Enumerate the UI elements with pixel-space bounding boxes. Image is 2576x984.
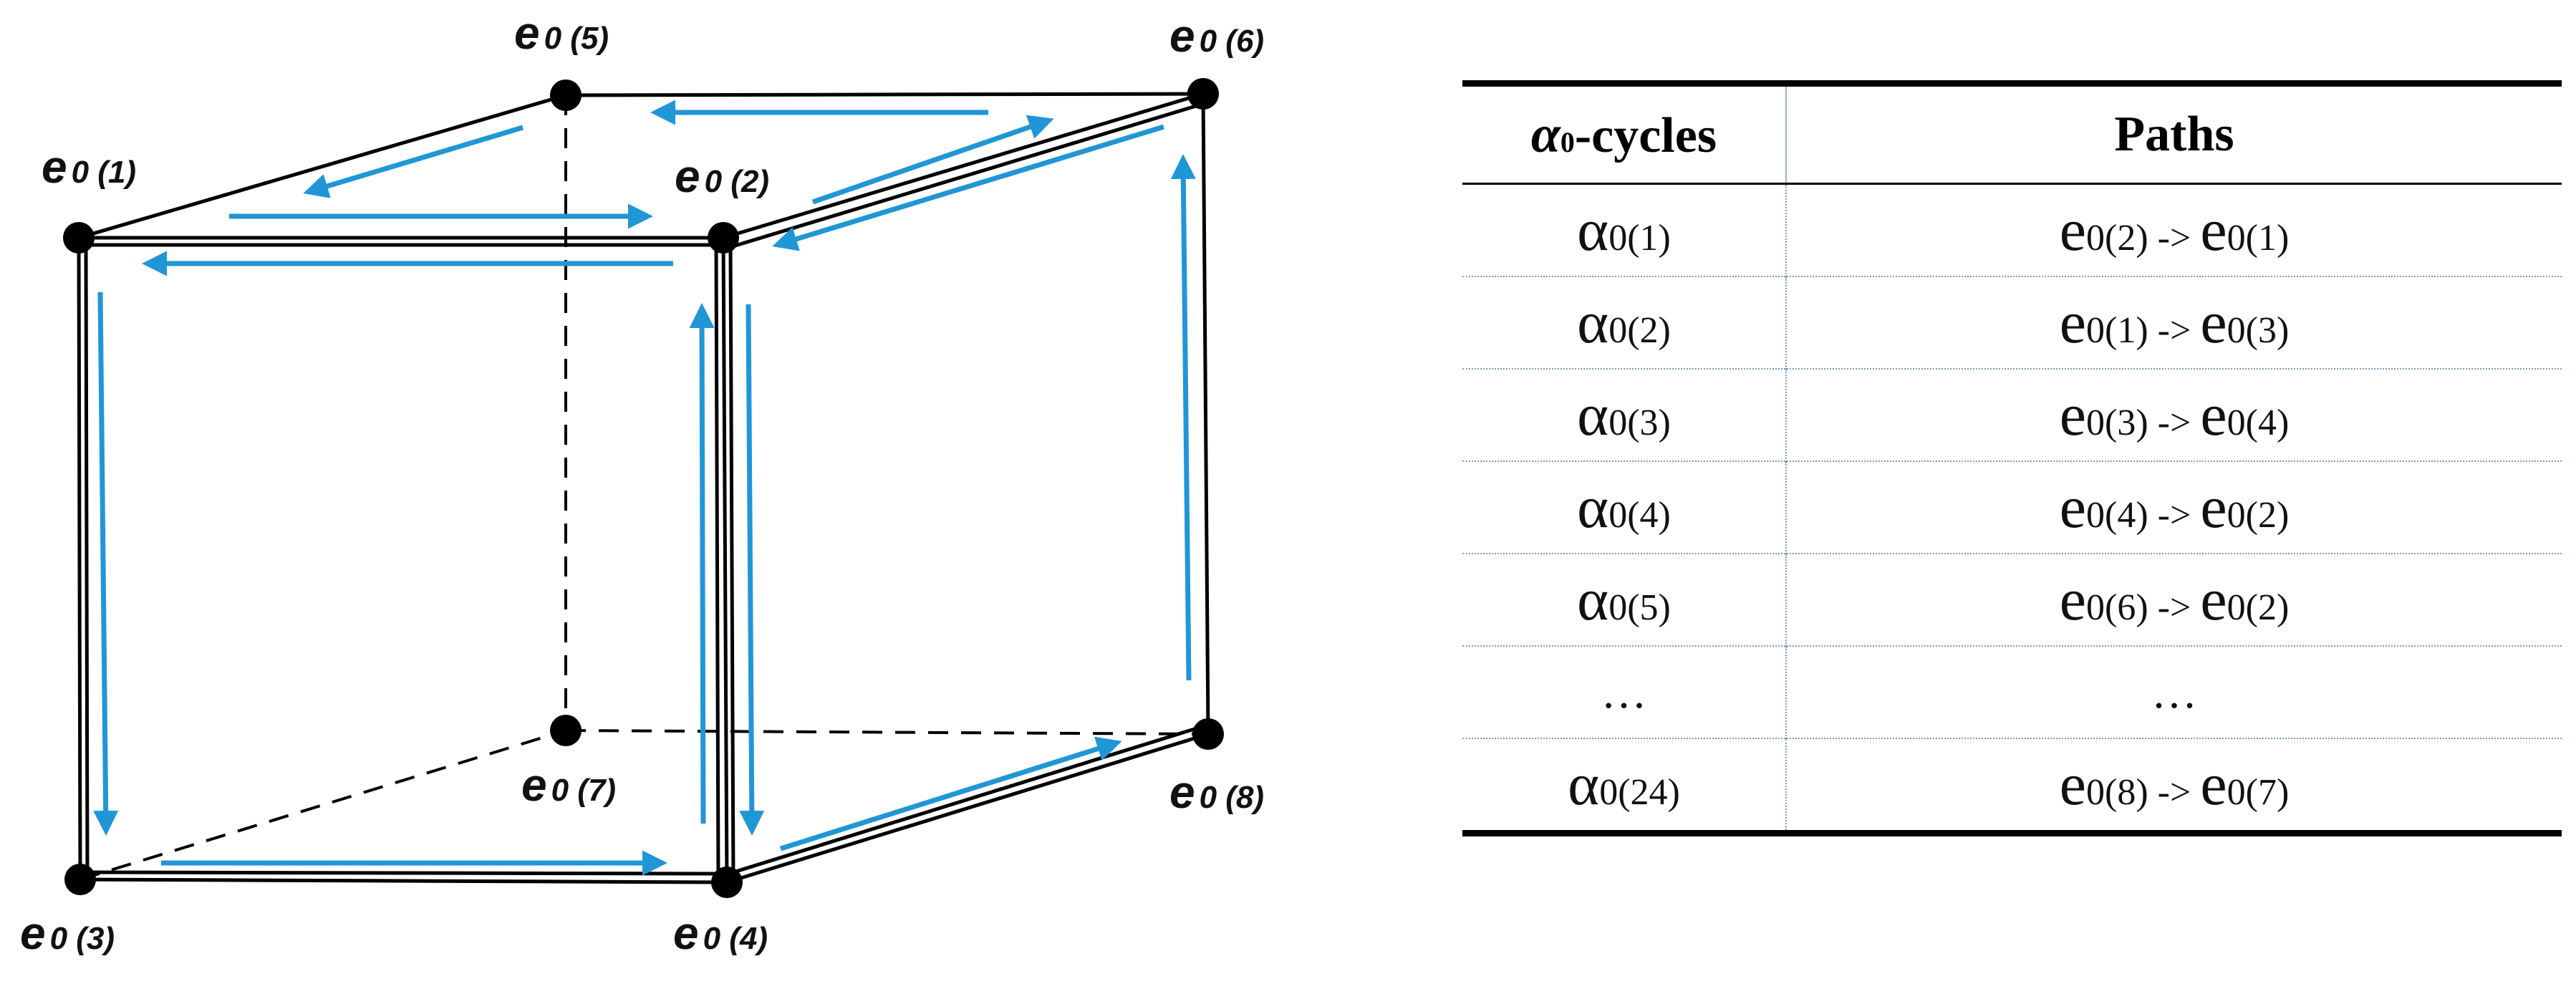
vertex-6 (1187, 78, 1219, 110)
cycle-cell: … (1462, 645, 1786, 738)
cycle-table-grid: α0-cycles Paths α0(1) e0(2) -> e0(1) α0(… (1462, 80, 2562, 836)
vertex-2 (708, 222, 739, 254)
arrow-right-top-up (811, 115, 1054, 205)
table-row: α0(5) e0(6) -> e0(2) (1462, 553, 2562, 646)
table-row: α0(24) e0(8) -> e0(7) (1462, 738, 2562, 834)
header-paths: Paths (1785, 83, 2562, 185)
vertex-8 (1192, 718, 1224, 750)
vertex-7 (550, 715, 582, 746)
arrow-right-left-down (739, 304, 765, 836)
edge-7-8 (565, 729, 1209, 735)
vertex-4 (711, 867, 743, 898)
cycle-cell: α0(1) (1577, 197, 1671, 264)
edge-3-4 (79, 877, 728, 884)
cycle-cell: α0(2) (1462, 276, 1786, 369)
header-cycles: α0-cycles (1462, 83, 1786, 185)
edge-1-3 (77, 237, 82, 880)
vertices (63, 78, 1224, 898)
edge-1-5 (78, 93, 566, 240)
path-cell: … (1785, 645, 2562, 738)
table-row: α0(3) e0(3) -> e0(4) (1462, 368, 2562, 461)
edge-2-6 (723, 92, 1204, 240)
edge-3-7 (79, 729, 566, 881)
arrow-right-right-up (1170, 154, 1196, 681)
table-header-row: α0-cycles Paths (1462, 83, 2562, 185)
table-row: α0(2) e0(1) -> e0(3) (1462, 276, 2562, 369)
arrow-right-top-down (772, 124, 1165, 251)
vertex-1 (63, 222, 95, 254)
cycle-cell: α0(24) (1462, 738, 1786, 834)
path-arrows (93, 100, 1196, 876)
path-cell: e0(1) -> e0(3) (1785, 276, 2562, 369)
path-cell: e0(6) -> e0(2) (1785, 553, 2562, 646)
arrow-top-back-diag (303, 125, 524, 198)
edge-2-6-inner (730, 102, 1204, 249)
edge-4-8 (726, 732, 1209, 884)
hidden-edges (79, 95, 1209, 881)
arrow-front-right-up (689, 303, 715, 824)
table-row: α0(1) e0(2) -> e0(1) (1462, 183, 2562, 276)
edge-2-4-inner (714, 244, 720, 883)
cycle-cell: α0(5) (1462, 553, 1786, 646)
cycle-cell: α0(3) (1462, 368, 1786, 461)
edge-6-8 (1201, 93, 1210, 735)
cycle-cell: α0(4) (1462, 460, 1786, 554)
edge-2-4-inner2 (728, 246, 735, 883)
path-cell: e0(4) -> e0(2) (1785, 460, 2562, 554)
path-cell: e0(2) -> e0(1) (1785, 183, 2562, 276)
arrow-front-left-down (93, 291, 119, 836)
edge-4-8-inner (733, 723, 1209, 874)
edge-2-4 (721, 237, 729, 883)
path-cell: e0(8) -> e0(7) (1785, 738, 2562, 834)
vertex-3 (64, 864, 96, 895)
path-cell: e0(3) -> e0(4) (1785, 368, 2562, 461)
table-row: α0(4) e0(4) -> e0(2) (1462, 460, 2562, 554)
edge-1-3-inner (84, 244, 90, 880)
cycle-table: α0-cycles Paths α0(1) e0(2) -> e0(1) α0(… (1462, 80, 2562, 836)
visible-edges (77, 92, 1210, 884)
vertex-5 (550, 79, 582, 111)
edge-3-4-inner (87, 870, 719, 876)
edge-5-6 (565, 92, 1204, 97)
table-row: … … (1462, 645, 2562, 738)
arrow-bottom-right-diag (779, 736, 1122, 852)
